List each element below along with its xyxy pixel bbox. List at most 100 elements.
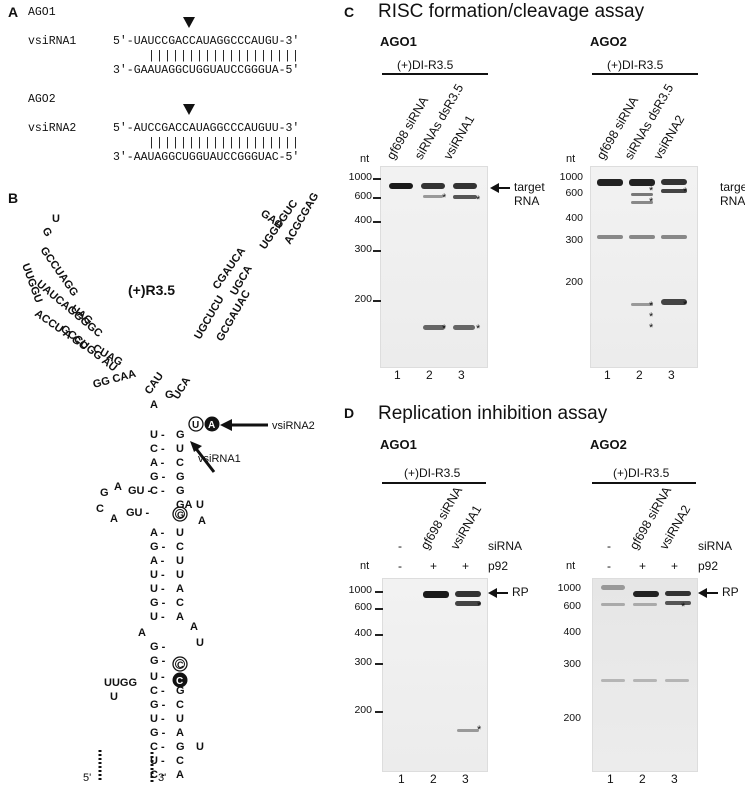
svg-text:G -: G -	[150, 641, 166, 653]
svg-text:U: U	[110, 691, 118, 703]
ago1-label-a: AGO1	[28, 6, 56, 19]
svg-text:U: U	[192, 420, 199, 431]
svg-text:U: U	[196, 741, 204, 753]
marker-c1-1000: 1000	[348, 171, 372, 183]
svg-text:A: A	[176, 583, 184, 595]
star-c2-g: *	[683, 299, 688, 311]
svg-text:C: C	[176, 676, 183, 687]
panel-d-title: Replication inhibition assay	[378, 403, 608, 424]
marker-d2-300: 300	[563, 658, 581, 670]
marker-d1-300: 300	[354, 656, 372, 668]
svg-text:G: G	[176, 485, 185, 497]
svg-text:C: C	[96, 503, 104, 515]
svg-text:U: U	[196, 499, 204, 511]
cleavage-marker-2	[183, 104, 195, 115]
lane-num-d2-1: 1	[607, 772, 614, 786]
p92-d1-2: +	[430, 559, 438, 573]
svg-text:U: U	[176, 713, 184, 725]
p92-d2-3: +	[671, 559, 679, 573]
marker-c1-600: 600	[354, 190, 372, 202]
vsirna2-pairs: |||||||||||||||||||	[148, 137, 301, 150]
svg-text:GA: GA	[176, 499, 193, 511]
star-c2-b: *	[649, 196, 654, 208]
marker-d2-200: 200	[563, 712, 581, 724]
p92-d2-2: +	[639, 559, 647, 573]
marker-d1-1000: 1000	[348, 584, 372, 596]
five-prime-end: 5'	[83, 772, 92, 784]
lane-num-c1-3: 3	[458, 368, 465, 382]
marker-c2-200: 200	[565, 276, 583, 288]
vsirna1-pairs: |||||||||||||||||||	[148, 50, 301, 63]
svg-text:U -: U -	[150, 755, 165, 767]
nt-label-d1: nt	[360, 560, 370, 572]
svg-text:U: U	[176, 569, 184, 581]
target-label-c2: target	[698, 180, 745, 194]
svg-text:G -: G -	[150, 471, 166, 483]
svg-text:A: A	[190, 621, 198, 633]
star-c2-f: *	[649, 322, 654, 334]
marker-c1-400: 400	[354, 214, 372, 226]
template-bar-d1	[382, 482, 486, 484]
svg-text:A: A	[138, 627, 146, 639]
vsirna1-top: 5'-UAUCCGACCAUAGGCCCAUGU-3'	[113, 35, 300, 48]
svg-text:U -: U -	[150, 569, 165, 581]
gel-c-ago2	[590, 166, 698, 368]
svg-text:A: A	[208, 420, 215, 431]
template-label-c1: (+)DI-R3.5	[397, 58, 454, 72]
svg-text:A -: A -	[150, 555, 165, 567]
svg-text:G: G	[165, 389, 174, 401]
svg-text:U: U	[176, 443, 184, 455]
panel-d-label: D	[344, 405, 355, 421]
p92-row-label-d2: p92	[698, 559, 719, 573]
svg-text:UUGG: UUGG	[104, 677, 137, 689]
svg-text:U -: U -	[150, 713, 165, 725]
three-prime-end: 3'	[158, 772, 167, 784]
svg-text:C: C	[176, 699, 184, 711]
vsirna1-bottom: 3'-GAAUAGGCUGGUAUCCGGGUA-5'	[113, 64, 300, 77]
star-c1-c: *	[442, 323, 447, 335]
vsirna2-arrow-label: vsiRNA2	[272, 420, 315, 432]
ago2-header-c: AGO2	[590, 34, 627, 49]
lane-num-d2-3: 3	[671, 772, 678, 786]
lane-num-c1-2: 2	[426, 368, 433, 382]
marker-d2-1000: 1000	[557, 582, 581, 594]
svg-text:G: G	[176, 429, 185, 441]
p92-row-label-d1: p92	[488, 559, 509, 573]
svg-text:U: U	[196, 637, 204, 649]
svg-text:A: A	[176, 769, 184, 781]
svg-text:A: A	[176, 727, 184, 739]
star-d1-a: *	[477, 600, 482, 612]
marker-c2-600: 600	[565, 187, 583, 199]
lane-num-c1-1: 1	[394, 368, 401, 382]
template-label-d1: (+)DI-R3.5	[404, 466, 461, 480]
lane-num-d1-1: 1	[398, 772, 405, 786]
svg-text:C: C	[176, 597, 184, 609]
rna-structure-diagram: UUGGU G U GCCUAGG UAUCAGGGGC ACCU A GC U…	[19, 191, 321, 782]
p92-d2-1: -	[607, 559, 611, 573]
gel-d-ago1	[382, 578, 488, 772]
svg-text:C -: C -	[150, 685, 165, 697]
vsirna2-name: vsiRNA2	[28, 122, 77, 135]
ago2-header-d: AGO2	[590, 437, 627, 452]
gel-d-ago2	[592, 578, 698, 772]
lane-num-c2-1: 1	[604, 368, 611, 382]
svg-text:C -: C -	[150, 741, 165, 753]
nt-label-c1: nt	[360, 153, 370, 165]
marker-d1-600: 600	[354, 601, 372, 613]
svg-text:U -: U -	[150, 671, 165, 683]
vsirna1-arrow-label: vsiRNA1	[198, 453, 241, 465]
marker-d2-600: 600	[563, 600, 581, 612]
panel-c-title: RISC formation/cleavage assay	[378, 1, 645, 22]
svg-text:A: A	[110, 513, 118, 525]
vsirna1-name: vsiRNA1	[28, 35, 77, 48]
svg-text:G -: G -	[150, 699, 166, 711]
svg-text:GU -: GU -	[126, 507, 150, 519]
svg-text:A: A	[176, 611, 184, 623]
marker-c2-400: 400	[565, 212, 583, 224]
rp-label-d2: RP	[722, 585, 739, 599]
svg-text:G -: G -	[150, 597, 166, 609]
star-c1-d: *	[476, 323, 481, 335]
svg-text:U: U	[176, 555, 184, 567]
svg-text:A: A	[198, 515, 206, 527]
svg-text:C: C	[176, 457, 184, 469]
